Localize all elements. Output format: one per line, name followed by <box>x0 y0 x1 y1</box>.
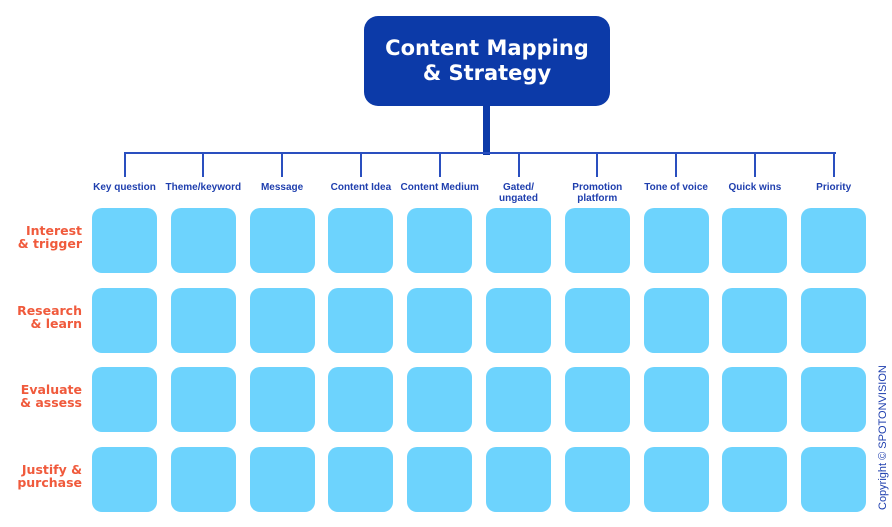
connector-drop <box>438 152 441 177</box>
grid-cell <box>722 446 788 512</box>
grid-cell <box>722 367 788 433</box>
title-line-2: & Strategy <box>422 61 552 85</box>
grid-cell <box>643 367 709 433</box>
grid-cell <box>564 287 630 353</box>
grid-cell <box>643 287 709 353</box>
grid-cell <box>407 367 473 433</box>
grid-cell <box>486 287 551 353</box>
grid-cell <box>92 446 157 512</box>
grid-cell <box>643 446 709 512</box>
grid-cell <box>170 446 236 512</box>
column-header: Tone of voice <box>634 182 718 193</box>
row-label: Justify &purchase <box>0 463 82 489</box>
grid-cell <box>801 446 867 512</box>
column-header-line1: Quick wins <box>728 182 782 193</box>
grid-cell <box>801 287 867 353</box>
copyright-text: Copyright © SPOTONVISION <box>877 365 889 510</box>
title-box: Content Mapping & Strategy <box>364 16 610 106</box>
column-header-line1: Gated/ <box>502 182 535 193</box>
grid-cell <box>249 446 315 512</box>
column-header: Gated/ungated <box>477 182 561 204</box>
connector-stem <box>483 105 490 155</box>
column-header: Quick wins <box>713 182 797 193</box>
row-label-line1: Justify & <box>21 461 82 477</box>
column-header-line2: ungated <box>499 193 538 204</box>
connector-drop <box>123 152 126 177</box>
row-label-line2: & assess <box>20 395 82 411</box>
connector-drop <box>753 152 756 177</box>
connector-drop <box>675 152 678 177</box>
grid-cell <box>249 208 315 273</box>
grid-cell <box>170 367 236 433</box>
connector-drop <box>596 152 599 177</box>
connector-horizontal <box>124 152 836 154</box>
column-header-line1: Priority <box>816 182 852 193</box>
grid-cell <box>328 287 394 353</box>
grid-cell <box>170 208 236 273</box>
connector-drop <box>359 152 362 177</box>
grid-cell <box>328 208 394 273</box>
row-label: Interest& trigger <box>0 224 82 250</box>
connector-drop <box>517 152 520 177</box>
grid-cell <box>801 367 867 433</box>
column-header: Priority <box>792 182 876 193</box>
column-header-line1: Content Idea <box>330 182 392 193</box>
title-line-1: Content Mapping <box>385 36 589 60</box>
row-label-line1: Evaluate <box>20 382 82 398</box>
grid-cell <box>564 208 630 273</box>
row-label: Research& learn <box>0 304 82 330</box>
grid-cell <box>92 287 157 353</box>
grid-cell <box>170 287 236 353</box>
row-label-line2: & learn <box>30 315 82 331</box>
column-header-line1: Theme/keyword <box>165 182 242 193</box>
connector-drop <box>202 152 205 177</box>
grid-cell <box>328 367 394 433</box>
column-header: Content Medium <box>398 182 482 193</box>
connector-drop <box>281 152 284 177</box>
row-label-line1: Research <box>17 302 82 318</box>
row-label-line1: Interest <box>25 223 82 238</box>
row-label-line2: & trigger <box>17 236 82 251</box>
column-header: Key question <box>83 182 167 193</box>
grid-cell <box>722 287 788 353</box>
column-header-line1: Key question <box>93 182 156 193</box>
column-header: Theme/keyword <box>161 182 245 193</box>
column-header-line1: Message <box>260 182 304 193</box>
grid-cell <box>486 367 551 433</box>
grid-cell <box>486 446 551 512</box>
grid-cell <box>407 287 473 353</box>
column-header-line1: Content Medium <box>400 182 479 193</box>
grid-cell <box>407 446 473 512</box>
grid-cell <box>92 367 157 433</box>
grid-cell <box>564 367 630 433</box>
column-header-line2: platform <box>577 193 618 204</box>
grid-cell <box>722 208 788 273</box>
grid-cell <box>643 208 709 273</box>
grid-cell <box>92 208 157 273</box>
column-header-line1: Promotion <box>572 182 623 193</box>
row-label: Evaluate& assess <box>0 383 82 409</box>
column-header: Content Idea <box>319 182 403 193</box>
column-header: Message <box>240 182 324 193</box>
grid-cell <box>249 367 315 433</box>
column-header-line1: Tone of voice <box>644 182 708 193</box>
connector-drop <box>832 152 835 177</box>
grid-cell <box>486 208 551 273</box>
grid-cell <box>407 208 473 273</box>
grid-cell <box>249 287 315 353</box>
grid-cell <box>801 208 867 273</box>
grid-cell <box>328 446 394 512</box>
grid-cell <box>564 446 630 512</box>
row-label-line2: purchase <box>17 474 82 490</box>
